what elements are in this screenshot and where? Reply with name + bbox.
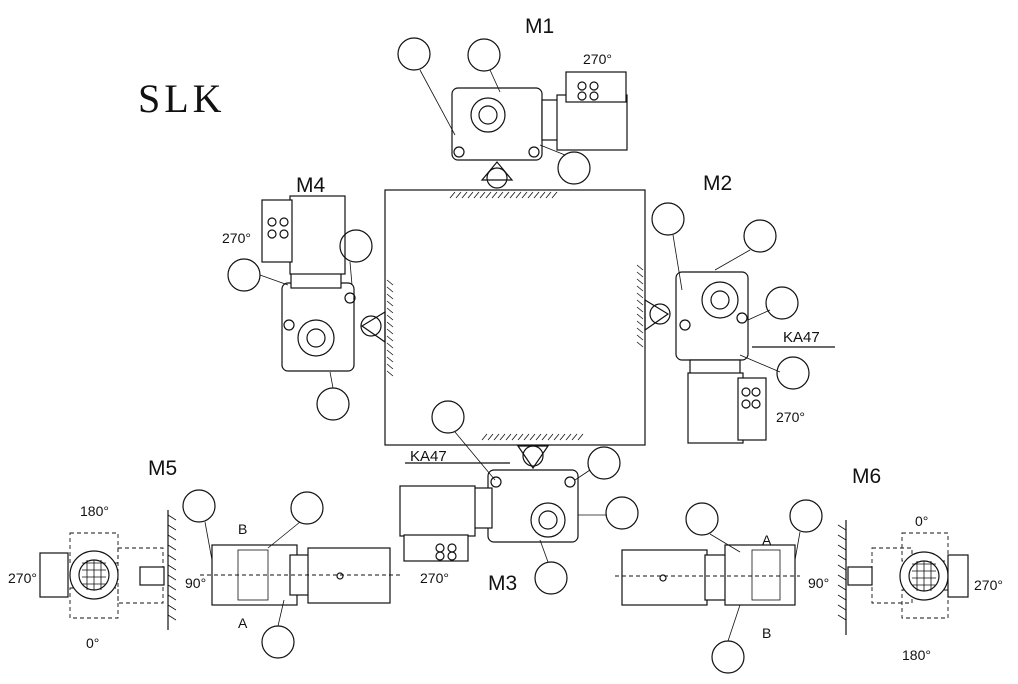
hatch-right [636,264,644,348]
breather-symbol [651,202,685,236]
m3-angle-label: 270° [420,570,449,586]
m1-angle-label: 270° [583,51,612,67]
breather-symbol [557,151,591,185]
breather-symbol [227,258,261,292]
m5-side-a: A [238,615,248,631]
breather-symbol [397,37,431,71]
breather-symbol [685,502,719,536]
m3-label: M3 [488,572,517,595]
m5-end-view [39,510,177,630]
m5-shaft-angle: 90° [185,575,206,591]
m6-gearmotor [615,544,800,606]
breather-symbol [339,229,373,263]
m6-bottom-angle: 180° [902,647,931,663]
m4-gearmotor [261,195,386,372]
m1-label: M1 [525,15,554,38]
breather-symbol [789,499,823,533]
m5-top-angle: 180° [80,503,109,519]
hatch-top [449,191,558,199]
m2-gearmotor [644,271,767,444]
m6-side-b: B [762,625,771,641]
breather-symbol [711,640,745,674]
m6-top-angle: 0° [915,513,928,529]
breather-symbol [467,38,501,72]
m5-label: M5 [148,457,177,480]
breather-symbol [290,491,324,525]
diagram-title: SLK [138,76,226,121]
m6-right-angle: 270° [974,577,1003,593]
m6-shaft-angle: 90° [808,575,829,591]
m4-label: M4 [296,174,325,197]
m5-side-b: B [238,521,247,537]
m5-bottom-angle: 0° [86,635,99,651]
m2-angle-label: 270° [776,409,805,425]
mounting-wall-square [384,189,646,446]
m5-left-angle: 270° [8,570,37,586]
hatch-bottom [481,433,584,441]
breather-symbol [605,496,639,530]
breather-symbol [587,446,621,480]
breather-symbol [182,489,216,523]
m1-gearmotor [451,71,628,189]
breather-symbol [316,387,350,421]
breather-symbol [261,625,295,659]
m4-angle-label: 270° [222,230,251,246]
m6-label: M6 [852,465,881,488]
breather-symbols [182,37,823,674]
m3-gearmotor [399,445,579,562]
breather-symbol [743,219,777,253]
hatch-left [386,279,394,377]
breather-symbol [534,561,568,595]
m5-gearmotor [200,544,400,606]
m3-model-label: KA47 [410,448,447,465]
m2-label: M2 [703,172,732,195]
m6-side-a: A [762,532,772,548]
m6-end-view [837,520,969,635]
breather-symbol [776,356,810,390]
leader-lines [204,69,801,642]
breather-symbol [431,400,465,434]
breather-symbol [765,286,799,320]
m2-model-label: KA47 [783,329,820,346]
